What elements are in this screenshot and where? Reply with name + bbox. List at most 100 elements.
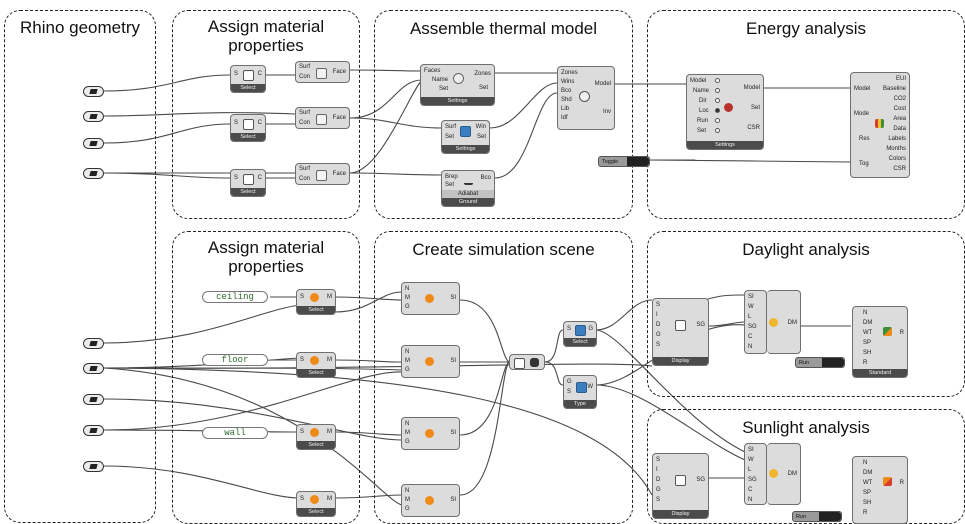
zones-component[interactable]: Faces Name Set Zones Set Settings bbox=[420, 64, 495, 106]
select-label: Select bbox=[297, 508, 335, 516]
group-title: Assign material properties bbox=[207, 238, 325, 276]
toggle-switch[interactable] bbox=[627, 157, 649, 166]
standard-component[interactable]: N DM WT SP SH R R Standard bbox=[852, 306, 908, 378]
group-title: Energy analysis bbox=[745, 19, 866, 38]
panel-ceiling[interactable]: ceiling bbox=[202, 291, 268, 303]
boundary-component[interactable]: Brep Set Bco Adiabat Ground bbox=[441, 170, 495, 207]
select-icon bbox=[243, 70, 254, 81]
window-component[interactable]: Surf Set Win Set Settings bbox=[441, 120, 490, 154]
run-toggle-daylight[interactable]: Run bbox=[795, 357, 845, 368]
input-port bbox=[715, 98, 720, 103]
group-title: Assign material properties bbox=[207, 17, 325, 55]
group-title: Assemble thermal model bbox=[409, 19, 598, 38]
model-icon bbox=[579, 91, 590, 102]
toggle-label: Run bbox=[799, 360, 810, 366]
sunlight-dm-component[interactable]: DM bbox=[767, 443, 801, 505]
group-title: Sunlight analysis bbox=[742, 418, 870, 437]
sunlight-output-component[interactable]: N DM WT SP SH R R bbox=[852, 456, 908, 524]
scene-item-icon bbox=[425, 294, 434, 303]
select-label: Select bbox=[231, 188, 265, 196]
standard-icon bbox=[883, 327, 892, 336]
group-title: Create simulation scene bbox=[412, 240, 595, 259]
results-component[interactable]: Model Mode Res Tog EUI Baseline CO2 Cost… bbox=[850, 72, 910, 178]
select-icon bbox=[243, 119, 254, 130]
face-component[interactable]: Surf Con Face bbox=[295, 107, 350, 129]
select-label: Select bbox=[231, 84, 265, 92]
scene-select-component[interactable]: S G Select bbox=[563, 321, 597, 347]
standard-label: Standard bbox=[853, 369, 907, 377]
geometry-param[interactable] bbox=[83, 338, 104, 349]
geometry-icon bbox=[89, 366, 98, 371]
merge-component[interactable] bbox=[509, 354, 545, 370]
scene-type-component[interactable]: G S W Type bbox=[563, 375, 597, 409]
select-component[interactable]: S C Select bbox=[230, 169, 266, 197]
geometry-param[interactable] bbox=[83, 363, 104, 374]
geometry-param[interactable] bbox=[83, 111, 104, 122]
type-label: Type bbox=[564, 400, 596, 408]
input-port bbox=[715, 78, 720, 83]
sun-icon bbox=[769, 469, 778, 478]
display-label: Display bbox=[653, 510, 708, 518]
material-select-component[interactable]: S M Select bbox=[296, 424, 336, 450]
scene-item-component[interactable]: N M G SI bbox=[401, 417, 460, 450]
group-title: Daylight analysis bbox=[742, 240, 870, 259]
geometry-icon bbox=[89, 428, 98, 433]
scene-item-icon bbox=[425, 357, 434, 366]
scene-item-icon bbox=[425, 496, 434, 505]
material-select-component[interactable]: S M Select bbox=[296, 289, 336, 315]
run-toggle[interactable]: Toggle bbox=[598, 156, 650, 167]
display-component[interactable]: S I D G S SG Display bbox=[652, 298, 709, 366]
group-title: Rhino geometry bbox=[19, 18, 140, 37]
input-port bbox=[715, 128, 720, 133]
toggle-switch[interactable] bbox=[822, 358, 844, 367]
select-label: Select bbox=[564, 338, 596, 346]
adiabat-label: Adiabat bbox=[442, 190, 494, 198]
geometry-icon bbox=[89, 171, 98, 176]
geometry-param[interactable] bbox=[83, 425, 104, 436]
panel-floor[interactable]: floor bbox=[202, 354, 268, 366]
display-component[interactable]: S I D G S SG Display bbox=[652, 453, 709, 519]
toggle-label: Run bbox=[796, 514, 807, 520]
select-label: Select bbox=[297, 441, 335, 449]
toggle-switch[interactable] bbox=[819, 512, 841, 521]
ground-icon bbox=[464, 174, 473, 185]
select-component[interactable]: S C Select bbox=[230, 114, 266, 142]
run-simulation-component[interactable]: Model Name Dir Loc Run Set Model Set CSR… bbox=[686, 74, 764, 150]
geometry-param[interactable] bbox=[83, 138, 104, 149]
scene-item-component[interactable]: N M G SI bbox=[401, 484, 460, 517]
geometry-icon bbox=[89, 141, 98, 146]
select-label: Select bbox=[297, 306, 335, 314]
plus-icon bbox=[514, 358, 525, 369]
panel-wall[interactable]: wall bbox=[202, 427, 268, 439]
face-icon bbox=[316, 68, 327, 79]
material-select-component[interactable]: S M Select bbox=[296, 491, 336, 517]
toggle-label: Toggle bbox=[602, 159, 619, 165]
face-component[interactable]: Surf Con Face bbox=[295, 61, 350, 83]
scene-item-component[interactable]: N M G SI bbox=[401, 345, 460, 378]
geometry-param[interactable] bbox=[83, 168, 104, 179]
face-component[interactable]: Surf Con Face bbox=[295, 163, 350, 185]
settings-label: Settings bbox=[421, 97, 494, 105]
material-icon bbox=[310, 495, 319, 504]
thermal-model-component[interactable]: Zones Wins Bco Shd Lib Idf Model Inv bbox=[557, 66, 615, 130]
geometry-icon bbox=[89, 89, 98, 94]
chart-icon bbox=[875, 119, 884, 128]
daylight-dm-component[interactable]: DM bbox=[767, 290, 801, 354]
run-toggle-sunlight[interactable]: Run bbox=[792, 511, 842, 522]
group-assign-material-bottom: Assign material properties bbox=[172, 231, 360, 524]
geometry-param[interactable] bbox=[83, 86, 104, 97]
sunlight-component[interactable]: SI W L SG C N bbox=[744, 443, 767, 505]
daylight-component[interactable]: SI W L SG C N bbox=[744, 290, 767, 354]
input-port bbox=[715, 108, 720, 113]
geometry-param[interactable] bbox=[83, 394, 104, 405]
face-icon bbox=[316, 114, 327, 125]
material-icon bbox=[310, 428, 319, 437]
select-label: Select bbox=[297, 369, 335, 377]
material-icon bbox=[310, 356, 319, 365]
geometry-param[interactable] bbox=[83, 461, 104, 472]
scene-item-component[interactable]: N M G SI bbox=[401, 282, 460, 315]
material-icon bbox=[310, 293, 319, 302]
select-component[interactable]: S C Select bbox=[230, 65, 266, 93]
type-icon bbox=[576, 382, 587, 393]
material-select-component[interactable]: S M Select bbox=[296, 352, 336, 378]
